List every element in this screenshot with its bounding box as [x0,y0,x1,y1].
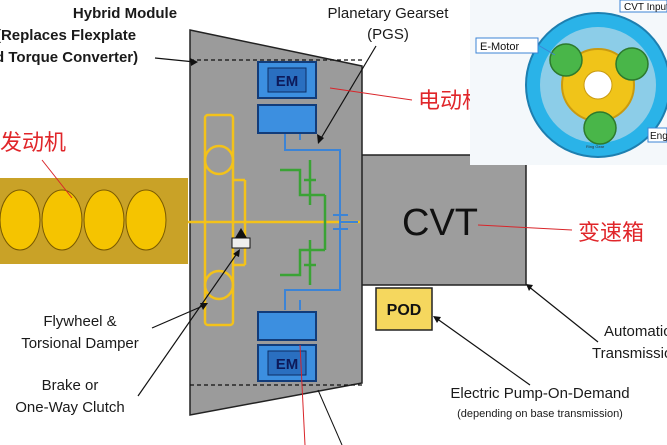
pump-label-2: (depending on base transmission) [457,408,623,420]
pump-label-1: Electric Pump-On-Demand [450,385,629,402]
pod-label: POD [387,302,422,319]
planet-gear-icon [549,43,583,77]
inset-gear-illustration: E-Motor CVT Input Engine Ring Gear [470,0,667,165]
automatic-label-1: Automatic [604,323,667,340]
electric-motor-top: EM [257,61,317,134]
engine-cn-label: 发动机 [0,130,66,155]
transmission-cn-label: 变速箱 [578,220,644,245]
hybrid-module-label-1: Hybrid Module [73,5,177,22]
pgs-label: (PGS) [367,26,409,43]
transmission-cn-leader [477,224,573,231]
brake-leader [137,251,239,397]
planet-gear-icon [615,47,649,81]
automatic-label-2: Transmission [592,345,667,362]
engine-block [0,178,188,264]
cvt-label: CVT [402,202,478,244]
planet-gear-icon [583,111,617,145]
planetary-gearset-label: Planetary Gearset [328,5,450,22]
hybrid-module-label-3: nd Torque Converter) [0,49,138,66]
hybrid-module-label-2: (Replaces Flexplate [0,27,136,44]
hybrid-module-leader [154,57,196,63]
engine-cylinder [125,189,167,251]
flywheel-label-1: Flywheel & [43,313,116,330]
motor-cn-leader [329,87,413,101]
inset-emotor-label: E-Motor [480,41,519,53]
planetary-gearset [280,160,327,285]
brake-label-1: Brake or [42,377,99,394]
engine-cylinder [83,189,125,251]
bottom-leader-a [299,344,306,445]
electric-motor-bottom: EM [257,311,317,382]
engine-cn-leader [41,159,73,199]
pgs-leader [319,45,377,141]
inset-cvt-input-label: CVT Input [624,2,667,13]
engine-cylinder [0,189,41,251]
flywheel-leader [151,304,206,329]
flywheel-label-2: Torsional Damper [21,335,139,352]
inset-engine-label: Engine [650,131,667,142]
brake-symbol [231,228,251,249]
bottom-leader-b [317,389,343,445]
cvt-box [357,154,527,286]
em-top-label: EM [276,73,299,90]
brake-label-2: One-Way Clutch [15,399,124,416]
em-connection-lines [284,130,358,310]
pump-leader [435,317,531,386]
engine-cylinder [41,189,83,251]
flywheel [188,113,360,327]
pod-box [375,287,433,331]
em-bottom-label: EM [276,356,299,373]
automatic-leader [527,285,599,343]
inset-ring-gear-label: Ring Gear [586,144,605,149]
